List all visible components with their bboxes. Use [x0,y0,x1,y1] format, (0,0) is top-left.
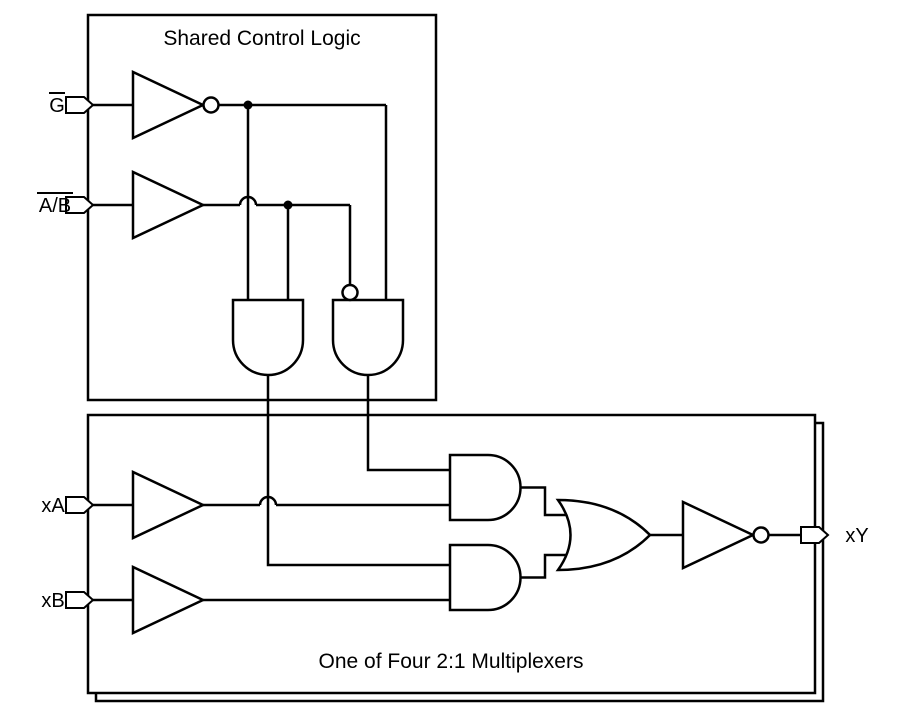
wire-select-b-to-mux [366,375,450,472]
input-bubble [341,283,359,302]
select-b-and-gate [331,283,405,377]
xa-input-label: xA [41,495,65,517]
g-input-label-group: G [49,92,65,117]
select-a-and-gate [231,298,305,377]
wire-select-a-to-mux [266,375,450,567]
g-input-label: G [49,95,65,117]
xy-output-pin [800,526,830,544]
wire-a-and-to-or [520,486,566,517]
shared-control-logic-title: Shared Control Logic [163,27,360,50]
ab-input-label: A/B [39,195,71,217]
ab-input-pin [65,196,95,214]
xb-input-label: xB [41,590,64,612]
ab-input-label-group: A/B [37,192,73,217]
wire-hop [238,195,258,206]
xy-output-label: xY [845,525,868,547]
output-inverter-gate [681,500,770,570]
a-path-and-gate [448,453,522,522]
inverter-bubble [752,526,770,544]
g-input-pin [65,96,95,114]
junction-dot [243,100,253,110]
and-body [331,298,405,377]
xb-input-pin [65,591,95,609]
junction-dot [283,200,293,210]
wire-hop [258,495,278,506]
inverter-bubble [202,96,220,114]
gates [131,70,770,635]
wire-b-and-to-or [520,553,566,579]
xa-input-pin [65,496,95,514]
multiplexer-title: One of Four 2:1 Multiplexers [319,650,584,673]
or-gate [555,498,652,572]
wires [93,103,801,602]
b-path-and-gate [448,543,522,612]
